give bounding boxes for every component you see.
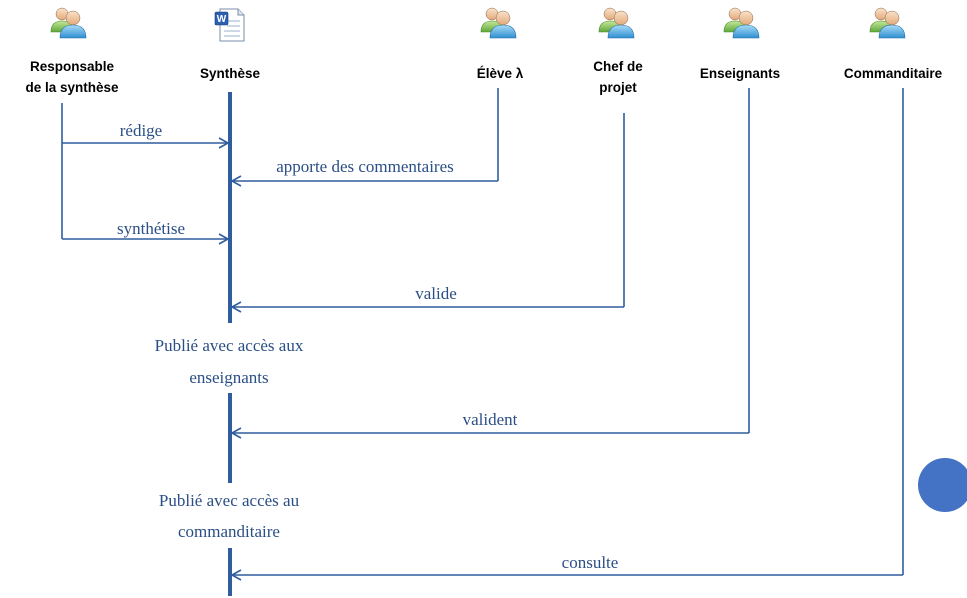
message-4 (230, 113, 625, 313)
state-label: Publié avec accès au (159, 491, 300, 510)
actor-label-chef: projet (599, 80, 637, 95)
actor-label-enseignants: Enseignants (700, 66, 780, 81)
message-6 (230, 88, 904, 581)
arrowhead (230, 301, 242, 313)
actor-label-eleve: Élève λ (477, 66, 524, 81)
message-3 (62, 233, 230, 245)
state-label: Publié avec accès aux (155, 336, 304, 355)
state-label: enseignants (189, 368, 268, 387)
actor-label-responsable: Responsable (30, 59, 115, 74)
arrowhead (218, 233, 230, 245)
decorative-circle (918, 458, 967, 512)
users-icon (869, 7, 906, 39)
arrowhead (230, 569, 242, 581)
users-icon (598, 7, 635, 39)
actor-label-synthese: Synthèse (200, 66, 261, 81)
message-5 (230, 88, 750, 439)
users-icon (723, 7, 760, 39)
users-icon (480, 7, 517, 39)
actor-label-chef: Chef de (593, 59, 643, 74)
word-document-icon (214, 8, 245, 42)
arrowhead (230, 427, 242, 439)
actor-label-commanditaire: Commanditaire (844, 66, 943, 81)
message-label: valide (415, 284, 457, 303)
actor-label-responsable: de la synthèse (25, 80, 119, 95)
arrowhead (230, 175, 242, 187)
message-label: rédige (120, 121, 162, 140)
users-icon (50, 7, 87, 39)
message-label: synthétise (117, 219, 185, 238)
message-label: apporte des commentaires (276, 157, 454, 176)
message-label: valident (463, 410, 518, 429)
state-label: commanditaire (178, 522, 280, 541)
arrowhead (218, 137, 230, 149)
message-1 (62, 137, 230, 149)
message-2 (230, 88, 499, 187)
message-label: consulte (562, 553, 619, 572)
